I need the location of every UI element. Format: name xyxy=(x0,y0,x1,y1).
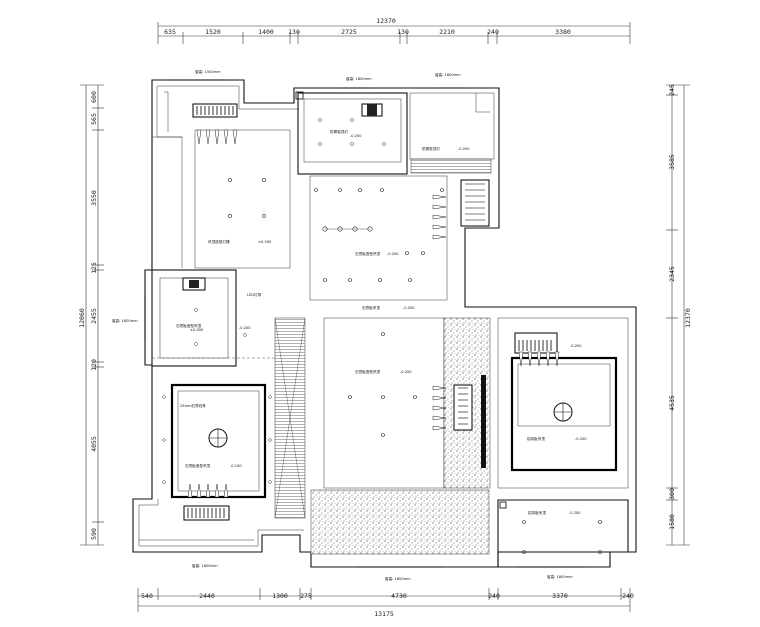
left-dim-6: 120 xyxy=(90,359,98,371)
room-level-corridor-2: -0.200 xyxy=(239,326,251,330)
left-dimensions: 12060 600 565 3550 125 2455 120 4055 590 xyxy=(78,84,104,546)
left-dim-5: 2455 xyxy=(90,308,98,324)
bottom-dim-7: 3370 xyxy=(552,592,568,600)
balcony-floor-hatch xyxy=(310,489,490,555)
top-total-dim: 12370 xyxy=(376,17,396,25)
left-dim-3: 3550 xyxy=(90,190,98,206)
right-dim-4: 4535 xyxy=(668,395,676,411)
room-level-corridor: -0.200 xyxy=(403,306,415,310)
top-dim-6: 130 xyxy=(397,28,409,36)
room-bedroom-2: 25mm石膏线条 石膏板造型吊顶 -0.100 窗高: 1800mm xyxy=(162,383,272,568)
room-label-living: 石膏板造型吊顶 xyxy=(355,251,381,256)
room-label-study: 石膏板造型吊顶 xyxy=(176,323,202,328)
top-dim-3: 1400 xyxy=(258,28,274,36)
top-dim-1: 635 xyxy=(164,28,176,36)
right-dim-2: 3585 xyxy=(668,154,676,170)
bottom-dim-5: 4730 xyxy=(391,592,407,600)
room-balcony: 铝扣板吊顶 -0.200 窗高: 1800mm xyxy=(497,499,629,579)
arrow-light-row-3 xyxy=(518,351,560,367)
bottom-dim-2: 2440 xyxy=(199,592,215,600)
bottom-dimensions: 540 2440 1300 275 4730 240 3370 240 1317… xyxy=(137,588,634,618)
room-label-master: 吊顶造型灯槽 xyxy=(208,239,230,244)
left-dim-7: 4055 xyxy=(90,436,98,452)
room-study: 石膏板造型吊顶 ±0.000 窗高: 1800mm -0.200 xyxy=(112,269,275,367)
bottom-dim-1: 540 xyxy=(141,592,153,600)
left-total-dim: 12060 xyxy=(78,308,86,328)
bottom-dim-3: 1300 xyxy=(272,592,288,600)
room-master-bedroom: 吊顶造型灯槽 ±0.000 窗高: 1500mm xyxy=(192,69,291,269)
top-dim-9: 3380 xyxy=(555,28,571,36)
room-level-living: -0.200 xyxy=(387,252,399,256)
right-dim-5: 300 xyxy=(668,488,676,500)
room-level-kitchen: -0.200 xyxy=(575,437,587,441)
left-dim-1: 600 xyxy=(90,91,98,103)
right-dim-3: 2345 xyxy=(668,266,676,282)
left-dim-2: 565 xyxy=(90,113,98,125)
top-dimensions: 12370 635 1520 1400 130 2725 130 2210 24… xyxy=(157,17,631,44)
arrow-light-column-1 xyxy=(432,194,447,240)
room-level-bedroom-2: -0.100 xyxy=(230,464,242,468)
room-label-dining: 石膏板造型吊顶 xyxy=(355,369,381,374)
arrow-light-row-1 xyxy=(196,129,238,145)
top-dim-4: 130 xyxy=(288,28,300,36)
room-living: 石膏板造型吊顶 -0.200 石膏板吊顶 -0.200 xyxy=(309,175,448,310)
bottom-dim-4: 275 xyxy=(300,592,312,600)
window-note-bottom-mid: 窗高: 1800mm xyxy=(385,576,411,581)
ac-unit-1 xyxy=(192,103,238,118)
room-level-bath-2: -0.200 xyxy=(458,147,470,151)
room-kitchen: 铝扣板吊顶 -0.200 -0.200 xyxy=(497,317,629,489)
window-note-top-mid: 窗高: 1800mm xyxy=(346,76,372,81)
bottom-dim-6: 240 xyxy=(488,592,500,600)
room-level-study: ±0.000 xyxy=(190,328,204,332)
window-note-bottom-left: 窗高: 1800mm xyxy=(192,563,218,568)
top-dim-2: 1520 xyxy=(205,28,221,36)
room-level-kitchen-2: -0.200 xyxy=(570,344,582,348)
room-level-bath-1: -0.200 xyxy=(350,134,362,138)
room-label-kitchen: 铝扣板吊顶 xyxy=(527,436,545,441)
window-note-bottom-right: 窗高: 1800mm xyxy=(547,574,573,579)
arrow-light-row-2 xyxy=(187,483,229,498)
bottom-dim-8: 240 xyxy=(622,592,634,600)
right-dim-1: 245 xyxy=(668,84,676,96)
room-label-bath-2: 防雾吸顶灯 xyxy=(422,146,440,151)
window-note-top-left: 窗高: 1500mm xyxy=(195,69,221,74)
top-dim-8: 240 xyxy=(487,28,499,36)
room-label-balcony: 铝扣板吊顶 xyxy=(528,510,546,515)
top-dim-7: 2210 xyxy=(439,28,455,36)
room-label-bedroom-2: 石膏板造型吊顶 xyxy=(185,463,211,468)
bottom-total-dim: 13175 xyxy=(374,610,394,618)
room-label-corridor: 石膏板吊顶 xyxy=(362,305,380,310)
arrow-light-column-2 xyxy=(432,385,447,431)
right-dim-6: 1580 xyxy=(668,514,676,530)
room-dining: 石膏板造型吊顶 -0.200 xyxy=(323,317,491,489)
room-bath-2: 防雾吸顶灯 -0.200 窗高: 1800mm xyxy=(409,72,495,227)
window-note-left: 窗高: 1800mm xyxy=(112,318,138,323)
right-dimensions: 245 3585 2345 4535 300 1580 12370 xyxy=(666,84,692,546)
room-label-bath-1: 防雾吸顶灯 xyxy=(330,129,348,134)
room-level-balcony: -0.200 xyxy=(569,511,581,515)
room-bath-1: 防雾吸顶灯 -0.200 窗高: 1800mm xyxy=(295,76,408,175)
window-note-top-right: 窗高: 1800mm xyxy=(435,72,461,77)
cove-note: 25mm石膏线条 xyxy=(180,403,206,408)
corridor-strip: LED灯带 xyxy=(247,292,306,519)
left-dim-8: 590 xyxy=(90,528,98,540)
room-level-master: ±0.000 xyxy=(258,240,272,244)
right-total-dim: 12370 xyxy=(684,308,692,328)
strip-light-label: LED灯带 xyxy=(247,292,262,297)
room-level-dining: -0.200 xyxy=(400,370,412,374)
left-dim-4: 125 xyxy=(90,262,98,274)
top-dim-5: 2725 xyxy=(341,28,357,36)
